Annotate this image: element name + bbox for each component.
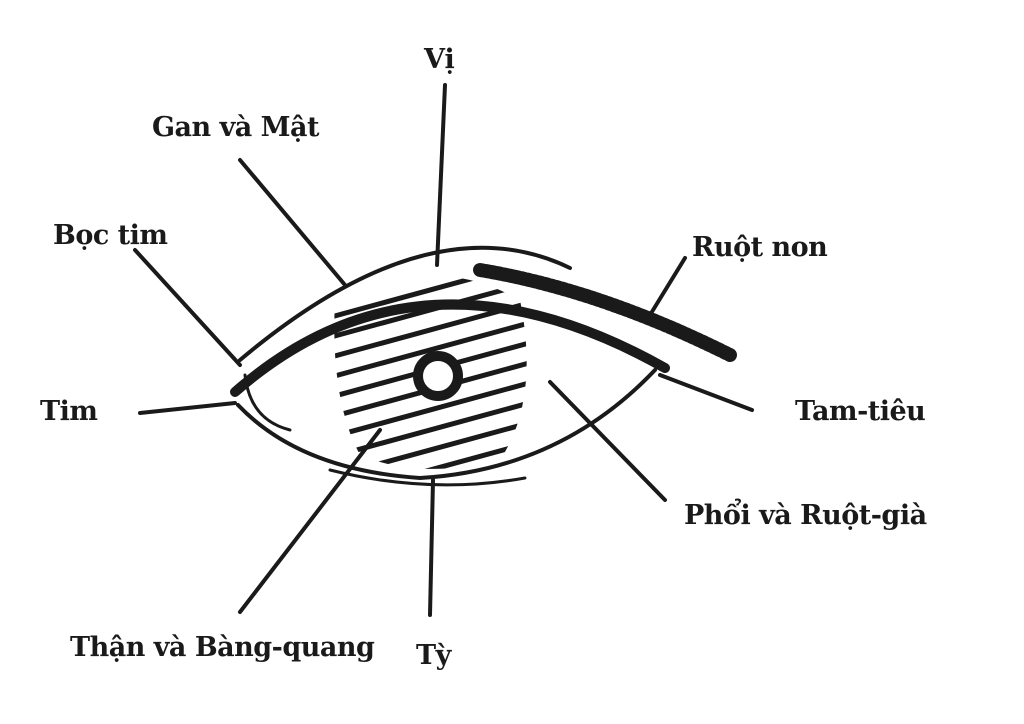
leader-than [238, 428, 382, 614]
label-vi: Vị [424, 44, 455, 75]
upper-eyelid [230, 299, 670, 397]
leader-ty [428, 478, 435, 617]
leader-gan-mat [238, 158, 347, 287]
lower-outer-arc [328, 468, 527, 487]
lower-eyelid [236, 368, 657, 481]
outer-arc [238, 245, 572, 362]
label-gan-mat: Gan và Mật [152, 112, 320, 143]
leader-phoi [548, 380, 667, 502]
leader-tam-tieu [658, 373, 754, 412]
leader-tim [138, 401, 237, 415]
label-tam-tieu: Tam-tiêu [795, 396, 926, 427]
inner-corner [243, 373, 292, 432]
lashes [473, 263, 737, 362]
label-ty: Tỳ [416, 640, 451, 671]
leader-boc-tim [133, 248, 242, 367]
leader-vi [435, 83, 447, 267]
leader-ruot-non [648, 256, 687, 317]
label-boc-tim: Bọc tim [53, 220, 168, 251]
pupil [413, 351, 463, 401]
label-tim: Tim [40, 396, 98, 427]
label-phoi-ruot-gia: Phổi và Ruột-già [684, 500, 927, 531]
label-ruot-non: Ruột non [692, 232, 828, 263]
label-than-bang-quang: Thận và Bàng-quang [70, 632, 375, 663]
